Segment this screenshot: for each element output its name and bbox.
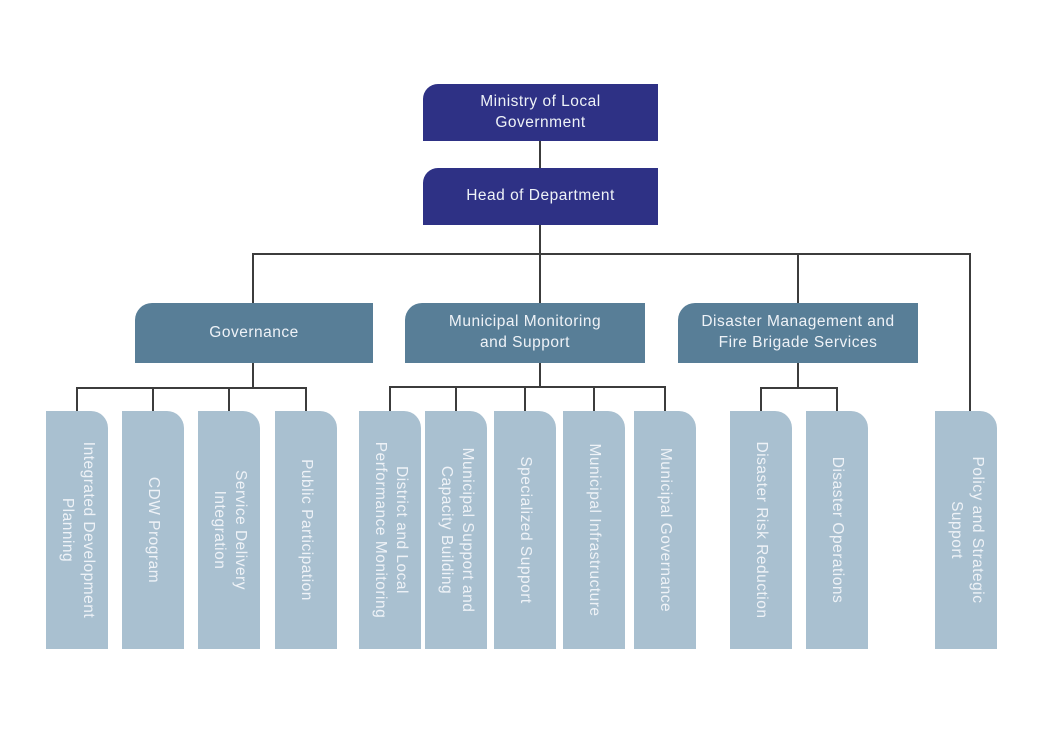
connector-line — [389, 386, 391, 411]
vertical-label-holder: Integrated Development Planning — [46, 411, 108, 649]
node-specialized-support: Specialized Support — [494, 411, 556, 649]
connector-line — [152, 387, 154, 411]
connector-line — [969, 253, 971, 411]
node-drr-label: Disaster Risk Reduction — [753, 441, 771, 619]
node-municipal-monitoring-and-support: Municipal Monitoring and Support — [405, 303, 645, 363]
node-policy-strategic-support: Policy and Strategic Support — [935, 411, 997, 649]
connector-line — [390, 386, 665, 388]
connector-line — [77, 387, 306, 389]
node-disaster-operations-label: Disaster Operations — [829, 456, 847, 604]
node-municipal-infrastructure-label: Municipal Infrastructure — [586, 443, 604, 617]
node-public-participation-label: Public Participation — [298, 459, 316, 601]
node-municipal-monitoring-label: Municipal Monitoring and Support — [448, 313, 602, 351]
connector-line — [797, 363, 799, 387]
node-integrated-development-planning: Integrated Development Planning — [46, 411, 108, 649]
vertical-label-holder: Municipal Support and Capacity Building — [425, 411, 487, 649]
vertical-label-holder: Specialized Support — [494, 411, 556, 649]
vertical-label-holder: Public Participation — [275, 411, 337, 649]
node-ministry-label: Ministry of Local Government — [480, 92, 601, 131]
vertical-label-holder: Disaster Operations — [806, 411, 868, 649]
node-municipal-support-capacity-building: Municipal Support and Capacity Building — [425, 411, 487, 649]
connector-line — [539, 225, 541, 303]
connector-line — [455, 386, 457, 411]
connector-line — [760, 387, 762, 411]
vertical-label-holder: Municipal Governance — [634, 411, 696, 649]
connector-line — [664, 386, 666, 411]
node-disaster-management-fire-brigade: Disaster Management and Fire Brigade Ser… — [678, 303, 918, 363]
node-municipal-governance: Municipal Governance — [634, 411, 696, 649]
node-governance-label: Governance — [209, 323, 299, 341]
node-idp-label: Integrated Development Planning — [59, 441, 97, 619]
node-disaster-operations: Disaster Operations — [806, 411, 868, 649]
node-disaster-risk-reduction: Disaster Risk Reduction — [730, 411, 792, 649]
node-mscb-label: Municipal Support and Capacity Building — [438, 447, 476, 613]
node-cdw-label: CDW Program — [145, 476, 163, 584]
node-cdw-program: CDW Program — [122, 411, 184, 649]
node-district-local-performance-monitoring: District and Local Performance Monitorin… — [359, 411, 421, 649]
node-municipal-infrastructure: Municipal Infrastructure — [563, 411, 625, 649]
vertical-label-holder: CDW Program — [122, 411, 184, 649]
vertical-label-holder: Municipal Infrastructure — [563, 411, 625, 649]
connector-line — [252, 363, 254, 387]
connector-line — [253, 253, 970, 255]
node-ministry-of-local-government: Ministry of Local Government — [423, 84, 658, 141]
vertical-label-holder: District and Local Performance Monitorin… — [359, 411, 421, 649]
vertical-label-holder: Policy and Strategic Support — [935, 411, 997, 649]
node-head-label: Head of Department — [466, 187, 615, 205]
node-dlpm-label: District and Local Performance Monitorin… — [372, 441, 410, 619]
node-governance: Governance — [135, 303, 373, 363]
vertical-label-holder: Disaster Risk Reduction — [730, 411, 792, 649]
node-public-participation: Public Participation — [275, 411, 337, 649]
connector-line — [539, 141, 541, 168]
connector-line — [228, 387, 230, 411]
node-policy-strategic-support-label: Policy and Strategic Support — [948, 456, 986, 604]
connector-line — [76, 387, 78, 411]
connector-line — [593, 386, 595, 411]
connector-line — [305, 387, 307, 411]
node-head-of-department: Head of Department — [423, 168, 658, 225]
connector-line — [252, 253, 254, 303]
node-specialized-support-label: Specialized Support — [517, 456, 535, 604]
node-service-delivery-integration: Service Delivery Integration — [198, 411, 260, 649]
connector-line — [761, 387, 837, 389]
connector-line — [836, 387, 838, 411]
connector-line — [524, 386, 526, 411]
connector-line — [539, 363, 541, 386]
connector-line — [797, 253, 799, 303]
node-disaster-management-label: Disaster Management and Fire Brigade Ser… — [701, 313, 895, 351]
node-municipal-governance-label: Municipal Governance — [657, 447, 675, 613]
node-sdi-label: Service Delivery Integration — [211, 470, 249, 590]
vertical-label-holder: Service Delivery Integration — [198, 411, 260, 649]
